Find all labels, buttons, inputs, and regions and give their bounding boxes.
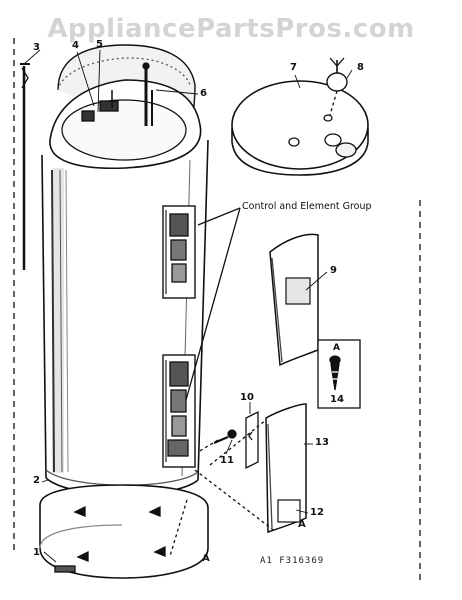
- hex-screw: [213, 429, 237, 445]
- callout-a-base: A: [202, 553, 210, 564]
- water-heater-tank: [41, 44, 209, 496]
- callout-5: 5: [96, 39, 103, 50]
- top-cover: [231, 80, 369, 176]
- frame-border: [13, 38, 421, 580]
- callout-3: 3: [33, 42, 40, 53]
- control-element-group-label: Control and Element Group: [242, 201, 372, 212]
- fitting-cap: [326, 57, 348, 116]
- callout-6: 6: [200, 88, 207, 99]
- upper-control-panel: [162, 205, 196, 299]
- callout-13: 13: [315, 437, 329, 448]
- callout-8: 8: [357, 62, 364, 73]
- lower-control-panel: [162, 354, 196, 468]
- callout-2: 2: [33, 475, 40, 486]
- lower-access-cover: [265, 403, 307, 534]
- callout-11: 11: [220, 455, 234, 466]
- callout-leaders: [23, 49, 353, 563]
- upper-access-cover: [269, 233, 319, 367]
- screw: [317, 339, 361, 409]
- callout-14: 14: [330, 394, 344, 405]
- callout-7: 7: [290, 62, 297, 73]
- watermark-text: AppliancePartsPros.com: [47, 14, 415, 44]
- alignment-lines: [169, 419, 277, 557]
- base-pan: [39, 484, 209, 579]
- callout-a-cover: A: [298, 519, 306, 530]
- insulation-block: [245, 410, 259, 470]
- callout-12: 12: [310, 507, 324, 518]
- callout-9: 9: [330, 265, 337, 276]
- callout-1: 1: [33, 547, 40, 558]
- callout-10: 10: [240, 392, 254, 403]
- callout-4: 4: [72, 40, 79, 51]
- callout-a-screw: A: [333, 343, 340, 353]
- control-group-leaders: [185, 207, 241, 401]
- figure-code: A1 F316369: [260, 556, 325, 566]
- anode-rod: [20, 63, 30, 270]
